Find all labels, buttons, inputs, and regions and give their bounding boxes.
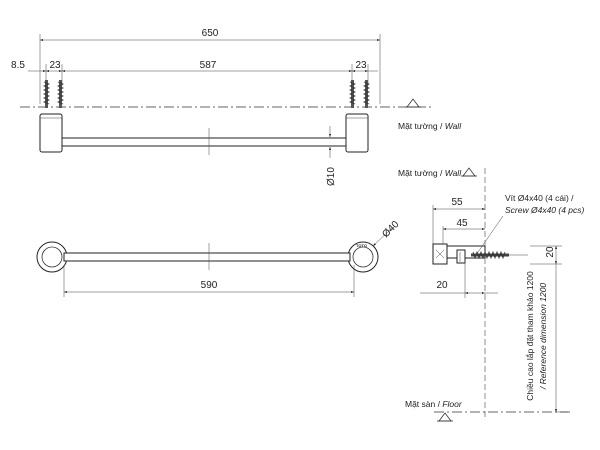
screw-left-pair	[42, 80, 65, 108]
wall-label-top: Mặt tường / Wall	[398, 121, 462, 131]
rosette-left	[36, 241, 68, 273]
dim-label-20-vertical: 20	[545, 246, 556, 258]
dim-label-55: 55	[451, 197, 463, 208]
height-label-en: / Reference dimension 1200	[538, 283, 548, 391]
floor-symbol	[438, 412, 452, 422]
logo-mark: TOTO	[356, 243, 367, 248]
dim-label-23-right: 23	[355, 60, 367, 71]
screw-right-pair	[348, 80, 371, 108]
towel-bar-top	[61, 137, 347, 147]
bracket-right	[345, 113, 369, 153]
wall-symbol-top	[406, 98, 420, 108]
wall-label-side: Mặt tường / Wall	[398, 168, 462, 178]
dim-label-23-left: 23	[49, 60, 61, 71]
bracket-left	[39, 113, 63, 153]
front-elevation-view: 650 8.5 23 587 23 Mặt tường / Wall	[11, 28, 462, 186]
wall-symbol-side	[462, 167, 476, 177]
dim-label-587: 587	[200, 60, 217, 71]
screw-side	[471, 250, 528, 260]
dim-label-590: 590	[201, 280, 218, 291]
screw-label-en: Screw Ø4x40 (4 pcs)	[505, 205, 585, 215]
dim-label-8-5: 8.5	[11, 60, 25, 71]
dim-label-diameter-10: Ø10	[326, 167, 337, 186]
towel-bar-plan	[63, 252, 351, 262]
floor-label: Mặt sàn / Floor	[405, 399, 463, 409]
dim-label-20-horizontal: 20	[436, 280, 448, 291]
dim-label-650: 650	[202, 28, 219, 39]
dim-label-diameter-40: Ø40	[380, 219, 401, 240]
height-label-vn: Chiều cao lắp đặt tham khảo 1200	[525, 271, 535, 401]
screw-label: Vít Ø4x40 (4 cái) /	[505, 193, 574, 203]
plan-view: TOTO Ø40 590	[36, 219, 402, 297]
side-view: Mặt tường / Wall 55 45 Vít Ø4x40 (4 cái)…	[398, 167, 585, 422]
dim-label-45: 45	[456, 218, 468, 229]
